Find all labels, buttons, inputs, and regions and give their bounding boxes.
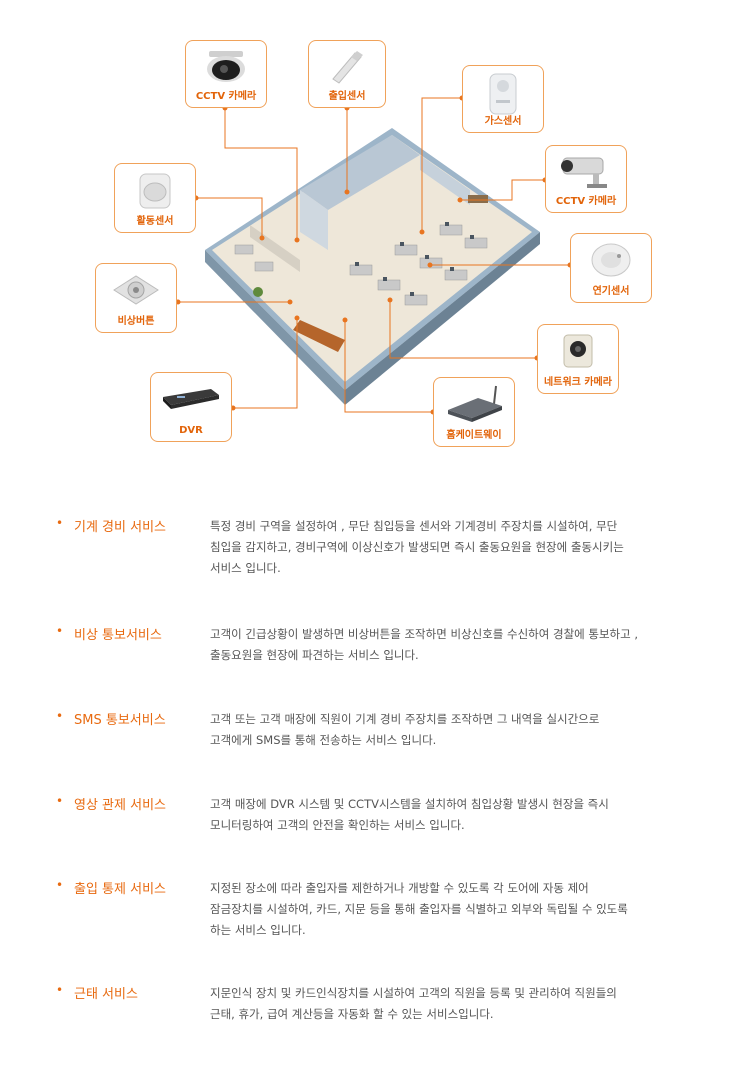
dvr-icon — [163, 389, 219, 409]
service-description: 지문인식 장치 및 카드인식장치를 시설하여 고객의 직원을 등록 및 관리하여… — [210, 983, 740, 1025]
gas-sensor-card: 가스센서 — [462, 65, 544, 133]
desc-line: 지정된 장소에 따라 출입자를 제한하거나 개방할 수 있도록 각 도어에 자동… — [210, 881, 589, 895]
gas-sensor-label: 가스센서 — [484, 116, 522, 127]
desc-line: 근태, 휴가, 급여 계산등을 자동화 할 수 있는 서비스입니다. — [210, 1007, 494, 1021]
office-floor-plan — [205, 128, 540, 405]
service-description: 고객 매장에 DVR 시스템 및 CCTV시스템을 설치하여 침입상황 발생시 … — [210, 794, 740, 836]
gas-sensor-icon — [489, 73, 517, 115]
bullet-icon: • — [56, 983, 64, 997]
home-gateway-label: 홈케이트웨이 — [446, 430, 502, 441]
desc-line: 출동요원을 현장에 파견하는 서비스 입니다. — [210, 648, 419, 662]
desc-line: 모니터링하여 고객의 안전을 확인하는 서비스 입니다. — [210, 818, 465, 832]
cctv-bullet-camera-card: CCTV 카메라 — [545, 145, 627, 213]
desc-line: 고객이 긴급상황이 발생하면 비상버튼을 조작하면 비상신호를 수신하여 경찰에… — [210, 627, 639, 641]
cctv-bullet-camera-label: CCTV 카메라 — [555, 196, 617, 207]
door-sensor-label: 출입센서 — [328, 91, 366, 102]
panic-button-card: 비상버튼 — [95, 263, 177, 333]
dvr-label: DVR — [179, 425, 203, 436]
desc-line: 고객 매장에 DVR 시스템 및 CCTV시스템을 설치하여 침입상황 발생시 … — [210, 797, 609, 811]
network-camera-label: 네트워크 카메라 — [544, 377, 612, 388]
connector-lines — [178, 97, 570, 413]
desc-line: 지문인식 장치 및 카드인식장치를 시설하여 고객의 직원을 등록 및 관리하여… — [210, 986, 617, 1000]
network-camera-icon — [563, 334, 593, 368]
motion-sensor-label: 활동센서 — [136, 216, 174, 227]
service-description: 고객 또는 고객 매장에 직원이 기계 경비 주장치를 조작하면 그 내역을 실… — [210, 709, 740, 751]
service-title: 비상 통보서비스 — [74, 628, 162, 643]
bullet-icon: • — [56, 516, 64, 530]
cctv-dome-camera-card: CCTV 카메라 — [185, 40, 267, 108]
smoke-sensor-label: 연기센서 — [592, 286, 630, 297]
desc-line: 특정 경비 구역을 설정하여 , 무단 침입등을 센서와 기계경비 주장치를 시… — [210, 519, 618, 533]
dome-camera-icon — [207, 51, 245, 82]
desc-line: 잠금장치를 시설하여, 카드, 지문 등을 통해 출입자를 식별하고 외부와 독… — [210, 902, 628, 916]
motion-sensor-card: 활동센서 — [114, 163, 196, 233]
network-camera-card: 네트워크 카메라 — [537, 324, 619, 394]
bullet-camera-icon — [561, 157, 607, 188]
motion-sensor-icon — [139, 173, 171, 209]
desc-line: 고객 또는 고객 매장에 직원이 기계 경비 주장치를 조작하면 그 내역을 실… — [210, 712, 600, 726]
service-description: 지정된 장소에 따라 출입자를 제한하거나 개방할 수 있도록 각 도어에 자동… — [210, 878, 740, 941]
smoke-sensor-card: 연기센서 — [570, 233, 652, 303]
door-sensor-icon — [332, 51, 363, 84]
cctv-dome-camera-label: CCTV 카메라 — [195, 91, 257, 102]
home-gateway-card: 홈케이트웨이 — [433, 377, 515, 447]
bullet-icon: • — [56, 878, 64, 892]
desc-line: 침입을 감지하고, 경비구역에 이상신호가 발생되면 즉시 출동요원을 현장에 … — [210, 540, 624, 554]
bullet-icon: • — [56, 709, 64, 723]
security-system-diagram — [175, 95, 573, 415]
panic-button-icon — [113, 275, 159, 305]
door-sensor-card: 출입센서 — [308, 40, 386, 108]
service-description: 특정 경비 구역을 설정하여 , 무단 침입등을 센서와 기계경비 주장치를 시… — [210, 516, 740, 579]
panic-button-label: 비상버튼 — [117, 316, 155, 327]
service-title: SMS 통보서비스 — [74, 713, 166, 728]
service-title: 영상 관제 서비스 — [74, 798, 166, 813]
dvr-card: DVR — [150, 372, 232, 442]
desc-line: 하는 서비스 입니다. — [210, 923, 306, 937]
bullet-icon: • — [56, 624, 64, 638]
desc-line: 고객에게 SMS를 통해 전송하는 서비스 입니다. — [210, 733, 437, 747]
service-title: 출입 통제 서비스 — [74, 882, 166, 897]
smoke-sensor-icon — [591, 243, 631, 277]
service-title: 기계 경비 서비스 — [74, 520, 166, 535]
desc-line: 서비스 입니다. — [210, 561, 281, 575]
bullet-icon: • — [56, 794, 64, 808]
home-gateway-icon — [448, 385, 502, 422]
service-title: 근태 서비스 — [74, 987, 138, 1002]
service-description: 고객이 긴급상황이 발생하면 비상버튼을 조작하면 비상신호를 수신하여 경찰에… — [210, 624, 740, 666]
